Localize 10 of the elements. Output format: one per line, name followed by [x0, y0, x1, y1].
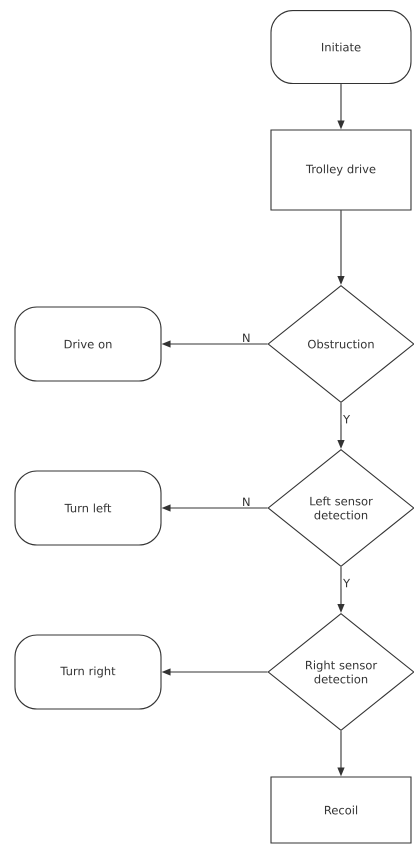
terminal-box: Turn left: [14, 470, 162, 546]
edge-label: Y: [342, 413, 352, 425]
edge-label: Y: [342, 577, 352, 589]
edge-label: N: [240, 332, 252, 344]
process-box: Trolley drive: [270, 129, 412, 211]
edge-label: N: [240, 496, 252, 508]
terminal-box: Turn right: [14, 634, 162, 710]
terminal-box: Initiate: [270, 10, 412, 84]
terminal-box: Drive on: [14, 306, 162, 382]
process-box: Recoil: [270, 776, 412, 844]
